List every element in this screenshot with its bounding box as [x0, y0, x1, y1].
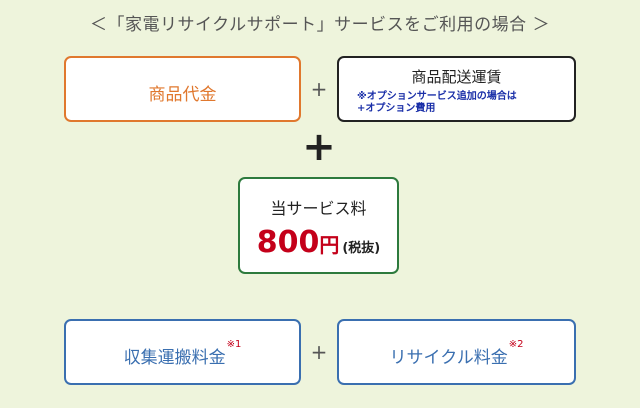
option-note: ※オプションサービス追加の場合は +オプション費用 — [357, 91, 517, 115]
plus-sign-row1: + — [310, 77, 328, 101]
shipping-fee-box: 商品配送運賃 ※オプションサービス追加の場合は +オプション費用 — [337, 56, 576, 122]
tax-note: (税抜) — [342, 241, 381, 256]
service-price-number: 800 — [256, 225, 320, 260]
service-price: 800円(税抜) — [240, 225, 397, 260]
recycling-fee-label: リサイクル料金 — [389, 348, 508, 368]
service-price-unit: 円 — [319, 233, 340, 257]
collection-fee-box: 収集運搬料金※1 — [64, 319, 301, 385]
option-note-line2: +オプション費用 — [357, 103, 436, 114]
recycling-fee-box: リサイクル料金※2 — [337, 319, 576, 385]
collection-fee-label: 収集運搬料金 — [123, 348, 226, 368]
plus-sign-row2: + — [310, 340, 328, 364]
note-mark-2: ※2 — [508, 339, 524, 350]
recycling-fee-label-wrap: リサイクル料金※2 — [339, 339, 574, 368]
service-fee-box: 当サービス料 800円(税抜) — [238, 177, 399, 274]
product-price-box: 商品代金 — [64, 56, 301, 122]
option-note-line1: ※オプションサービス追加の場合は — [357, 91, 517, 102]
product-price-label: 商品代金 — [148, 85, 217, 105]
big-plus-sign: + — [302, 124, 336, 170]
note-mark-1: ※1 — [226, 339, 242, 350]
service-fee-title: 当サービス料 — [270, 199, 367, 218]
page-heading: ＜「家電リサイクルサポート」サービスをご利用の場合 ＞ — [89, 15, 551, 35]
shipping-fee-title: 商品配送運賃 — [411, 68, 502, 86]
collection-fee-label-wrap: 収集運搬料金※1 — [66, 339, 299, 368]
